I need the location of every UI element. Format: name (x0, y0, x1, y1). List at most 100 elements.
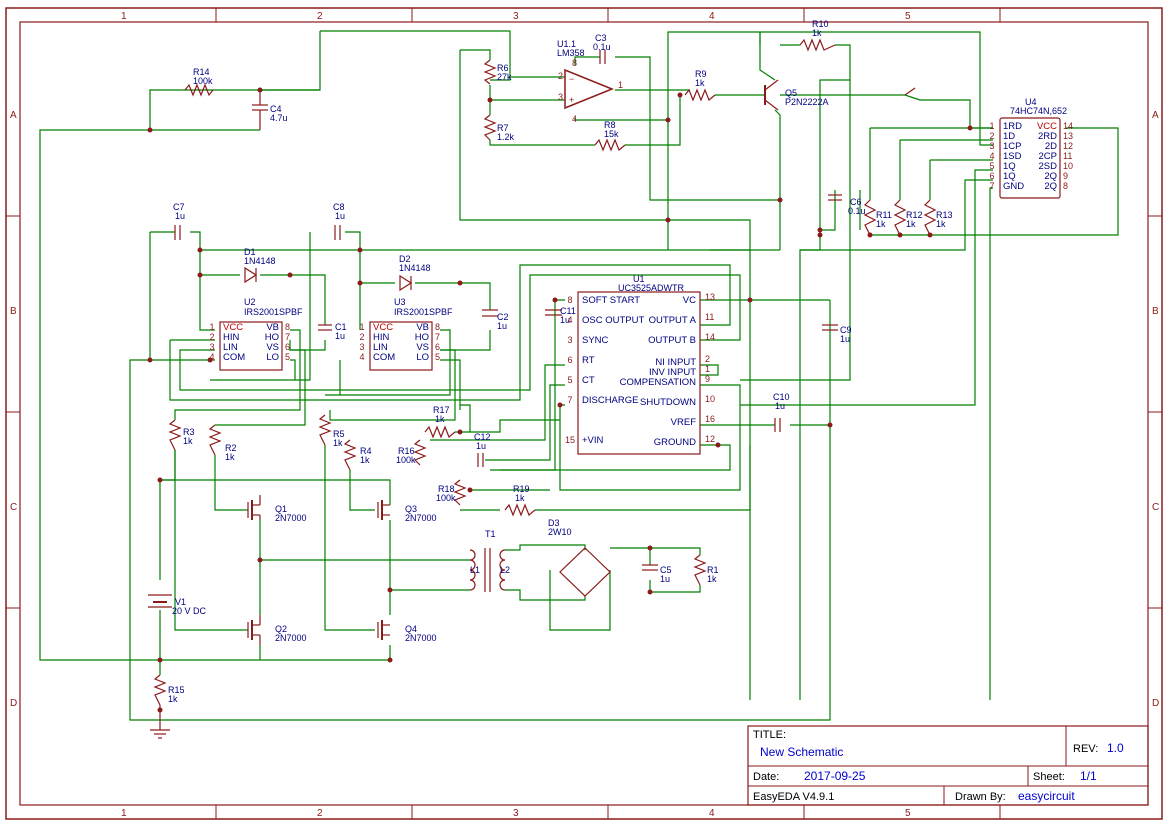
u2-pin-5-num: 5 (285, 352, 290, 362)
u1-pin-13-num: 13 (705, 292, 715, 302)
d1-ref: D1 (244, 247, 256, 257)
t1-l1: L1 (470, 565, 480, 575)
u2-ref: U2 (244, 297, 256, 307)
grid-col-1-bottom: 1 (121, 808, 127, 819)
u4-pin-10-num: 10 (1063, 161, 1073, 171)
c11-ref: C11 (560, 306, 576, 316)
r15-ref: R15 (168, 685, 185, 695)
u2-pin-5-name: LO (266, 352, 279, 363)
u3-pin-5-num: 5 (435, 352, 440, 362)
grid-row-c: C (10, 502, 17, 513)
u1-pin-3-num: 3 (567, 335, 572, 345)
u1-pin-16-name: VREF (671, 417, 697, 428)
r12-val: 1k (906, 219, 916, 229)
u4-pin-2-num: 2 (989, 131, 994, 141)
u3-pin-2-num: 2 (359, 332, 364, 342)
u2-pin-8-num: 8 (285, 322, 290, 332)
u2-pin-6-name: VS (266, 342, 279, 353)
u1-pin-15-num: 15 (565, 435, 575, 445)
u4-pin-4-num: 4 (989, 151, 994, 161)
u1-pin-8-name: SOFT START (582, 295, 640, 306)
u1-pin-15-name: +VIN (582, 435, 604, 446)
u4-pin-14-name: VCC (1037, 121, 1057, 132)
u1-pin-12-num: 12 (705, 434, 715, 444)
u1-pin-11-name: OUTPUT A (649, 315, 697, 326)
u4-ic-body (999, 117, 1061, 199)
grid-col-5: 5 (905, 11, 911, 22)
u3-pin-1-name: VCC (373, 322, 393, 333)
u4-pin-6-num: 6 (989, 171, 994, 181)
v1-ref: V1 (175, 597, 186, 607)
component-labels: R14 100k C4 4.7u R6 27k R7 1.2k U1.1 LM3… (168, 19, 1067, 704)
u4-pin-12-name: 2D (1045, 141, 1057, 152)
grid-col-3: 3 (513, 11, 519, 22)
drawn-label: Drawn By: (955, 791, 1006, 803)
u3-pin-1-num: 1 (359, 322, 364, 332)
grid-row-c-right: C (1152, 502, 1159, 513)
r19-ref: R19 (513, 484, 530, 494)
r9-ref: R9 (695, 69, 707, 79)
u4-pin-5-name: 1Q (1003, 161, 1016, 172)
q2-val: 2N7000 (275, 633, 307, 643)
rev-value: 1.0 (1107, 741, 1124, 755)
wires (39, 30, 1119, 721)
component-symbols (148, 38, 1061, 739)
r3-val: 1k (183, 436, 193, 446)
u4-pin-7-name: GND (1003, 181, 1024, 192)
u3-pin-2-name: HIN (373, 332, 390, 343)
c2-val: 1u (497, 321, 507, 331)
r12-ref: R12 (906, 210, 923, 220)
r2-ref: R2 (225, 443, 237, 453)
u1-pin-16-num: 16 (705, 414, 715, 424)
q2-ref: Q2 (275, 624, 287, 634)
junction-dots (147, 87, 973, 713)
r14-val: 100k (193, 76, 213, 86)
grid-row-a-right: A (1152, 110, 1159, 121)
d3-val: 2W10 (548, 527, 572, 537)
q3-val: 2N7000 (405, 513, 437, 523)
r5-ref: R5 (333, 429, 345, 439)
u4-pin-13-name: 2RD (1038, 131, 1057, 142)
u2-pin-2-name: HIN (223, 332, 240, 343)
t1-secondary-coil (499, 549, 506, 591)
q4-ref: Q4 (405, 624, 417, 634)
q5-val: P2N2222A (785, 97, 829, 107)
r14-resistor-icon (184, 83, 214, 97)
u2-ic-body (219, 321, 283, 371)
c7-ref: C7 (173, 202, 185, 212)
u4-pin-1-num: 1 (989, 121, 994, 131)
u4-pin-3-num: 3 (989, 141, 994, 151)
c1-val: 1u (335, 331, 345, 341)
u4-pin-5-num: 5 (989, 161, 994, 171)
t1-l2: L2 (500, 565, 510, 575)
u4-pin-10-name: 2SD (1039, 161, 1058, 172)
r18-ref: R18 (438, 484, 455, 494)
grid-row-a: A (10, 110, 17, 121)
u1-pin-7-name: DISCHARGE (582, 395, 638, 406)
r17-val: 1k (435, 414, 445, 424)
date-label: Date: (753, 771, 779, 783)
r4-val: 1k (360, 455, 370, 465)
d2-val: 1N4148 (399, 263, 431, 273)
u4-pin-13-num: 13 (1063, 131, 1073, 141)
u3-pin-4-name: COM (373, 352, 395, 363)
c12-val: 1u (476, 441, 486, 451)
r5-val: 1k (333, 438, 343, 448)
u1-pin-6-num: 6 (567, 355, 572, 365)
r10-ref: R10 (812, 19, 829, 29)
c6-ref: C6 (850, 197, 862, 207)
r2-val: 1k (225, 452, 235, 462)
u1-pin-10-num: 10 (705, 394, 715, 404)
r1-val: 1k (707, 574, 717, 584)
u3-pin-3-name: LIN (373, 342, 388, 353)
grid-col-4: 4 (709, 11, 715, 22)
d2-ref: D2 (399, 254, 411, 264)
u4-pin-4-name: 1SD (1003, 151, 1022, 162)
u1-ref: U1 (633, 274, 645, 284)
q1-mosfet-icon (247, 495, 261, 520)
u4-pin-3-name: 1CP (1003, 141, 1021, 152)
r4-ref: R4 (360, 446, 372, 456)
u4-pin-8-name: 2Q (1044, 181, 1057, 192)
c1-ref: C1 (335, 322, 347, 332)
